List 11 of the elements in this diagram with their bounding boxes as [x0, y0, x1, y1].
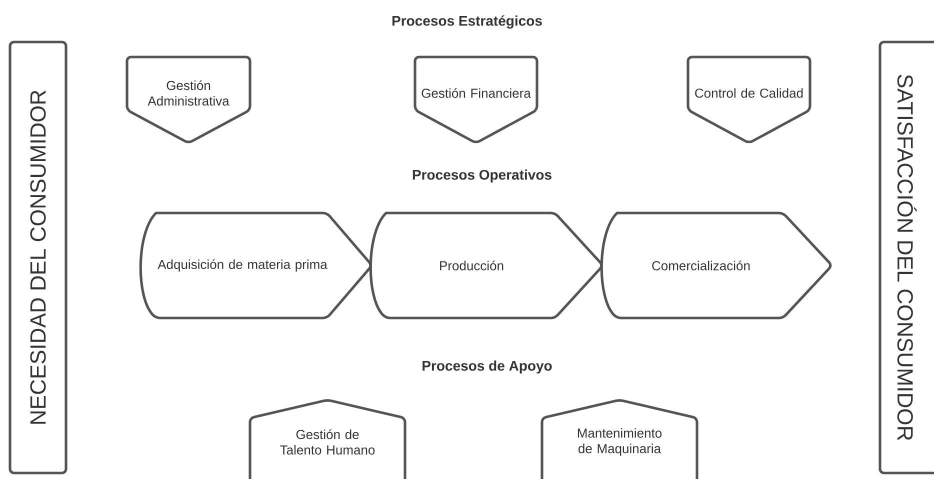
chevron-box: Producción [369, 212, 603, 320]
pentagon-box: Control de Calidad [686, 56, 812, 144]
chevron-box: Adquisición de materia prima [139, 212, 372, 320]
pentagon-box: Gestión Financiera [414, 56, 538, 144]
section-heading: Procesos de Apoyo [422, 360, 552, 374]
chevron-box: Comercialización [600, 212, 832, 320]
section-heading: Procesos Estratégicos [392, 15, 542, 29]
pentagon-box: Gestión Administrativa [126, 56, 252, 144]
side-box: SATISFACCIÓN DEL CONSUMIDOR [878, 40, 934, 474]
side-box: NECESIDAD DEL CONSUMIDOR [8, 40, 68, 474]
section-heading: Procesos Operativos [412, 169, 552, 183]
